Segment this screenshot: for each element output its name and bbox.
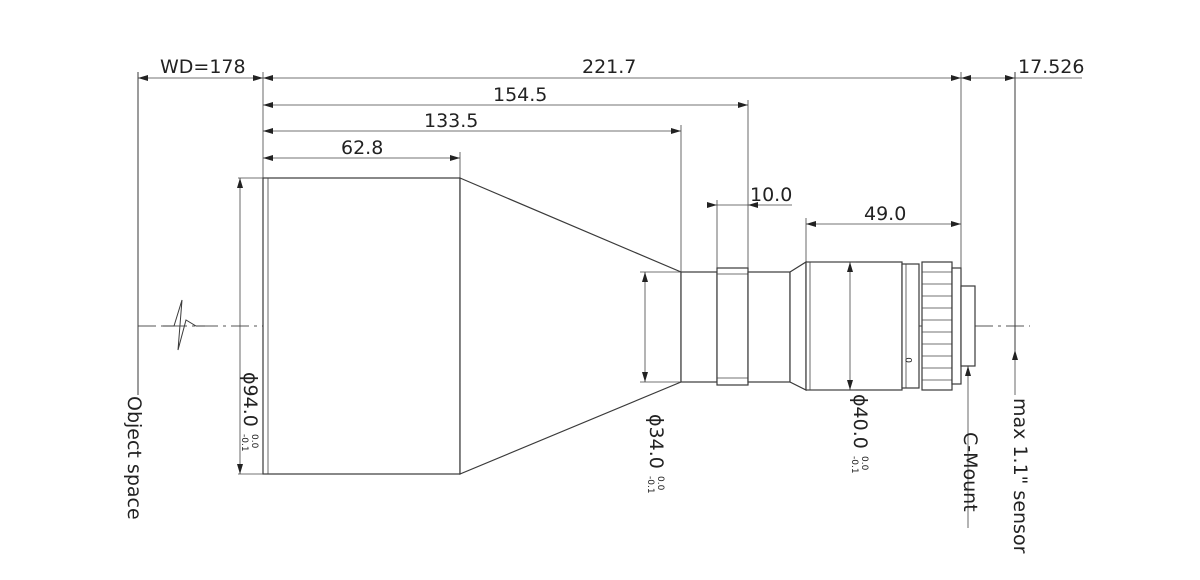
dimension-wd-label: WD=178	[160, 56, 246, 78]
dimension-49-label: 49.0	[864, 203, 906, 225]
dimension-10: 10.0	[707, 184, 792, 208]
dimension-49: 49.0	[806, 203, 961, 227]
focus-ring	[901, 263, 920, 389]
axis-break-symbol	[163, 299, 205, 351]
c-mount-thread	[960, 285, 976, 367]
dimension-133-label: 133.5	[424, 110, 478, 132]
diameter-mid-label: ϕ34.0	[645, 414, 667, 469]
front-barrel	[262, 177, 461, 475]
diameter-front-tol-upper: 0.0	[249, 434, 259, 449]
sensor-leader	[1012, 350, 1018, 395]
focus-mark: 0	[905, 357, 915, 363]
c-mount-label: C-Mount	[959, 432, 981, 512]
mid-tube	[680, 271, 718, 383]
rear-tube	[747, 271, 791, 383]
dimension-overall: 221.7	[263, 56, 961, 81]
rear-barrel	[805, 261, 903, 391]
diameter-rear-tol-lower: -0.1	[849, 456, 859, 474]
knurl-lines	[922, 271, 952, 381]
diameter-mid-tol-upper: 0.0	[655, 476, 665, 491]
diameter-front-tol-lower: -0.1	[239, 434, 249, 452]
c-mount-leader	[965, 366, 971, 528]
object-plane	[137, 72, 205, 395]
ring	[716, 267, 749, 386]
extension-lines	[238, 72, 962, 475]
lens-body: 0	[262, 177, 976, 475]
diameter-front: ϕ94.0 0.0 -0.1	[237, 178, 261, 474]
knurled-ring	[921, 261, 953, 391]
dimension-62: 62.8	[263, 137, 460, 161]
mount-flange	[951, 267, 962, 385]
diameter-front-label: ϕ94.0	[239, 372, 261, 427]
object-space-label: Object space	[123, 396, 145, 520]
dimension-133: 133.5	[263, 110, 681, 134]
diameter-rear: ϕ40.0 0.0 -0.1	[847, 262, 871, 474]
diameter-rear-tol-upper: 0.0	[859, 456, 869, 471]
dimension-10-label: 10.0	[750, 184, 792, 206]
dimension-154: 154.5	[263, 84, 748, 108]
diameter-mid: ϕ34.0 0.0 -0.1	[642, 272, 667, 494]
sensor-label: max 1.1" sensor	[1009, 398, 1031, 554]
dimension-flange-label: 17.526	[1018, 56, 1084, 78]
dimension-62-label: 62.8	[341, 137, 383, 159]
dimension-overall-label: 221.7	[582, 56, 636, 78]
dimension-154-label: 154.5	[493, 84, 547, 106]
diameter-rear-label: ϕ40.0	[849, 394, 871, 449]
dimension-wd: WD=178	[138, 56, 263, 81]
dimension-flange: 17.526	[961, 56, 1084, 81]
diameter-mid-tol-lower: -0.1	[645, 476, 655, 494]
rear-taper	[789, 260, 807, 391]
